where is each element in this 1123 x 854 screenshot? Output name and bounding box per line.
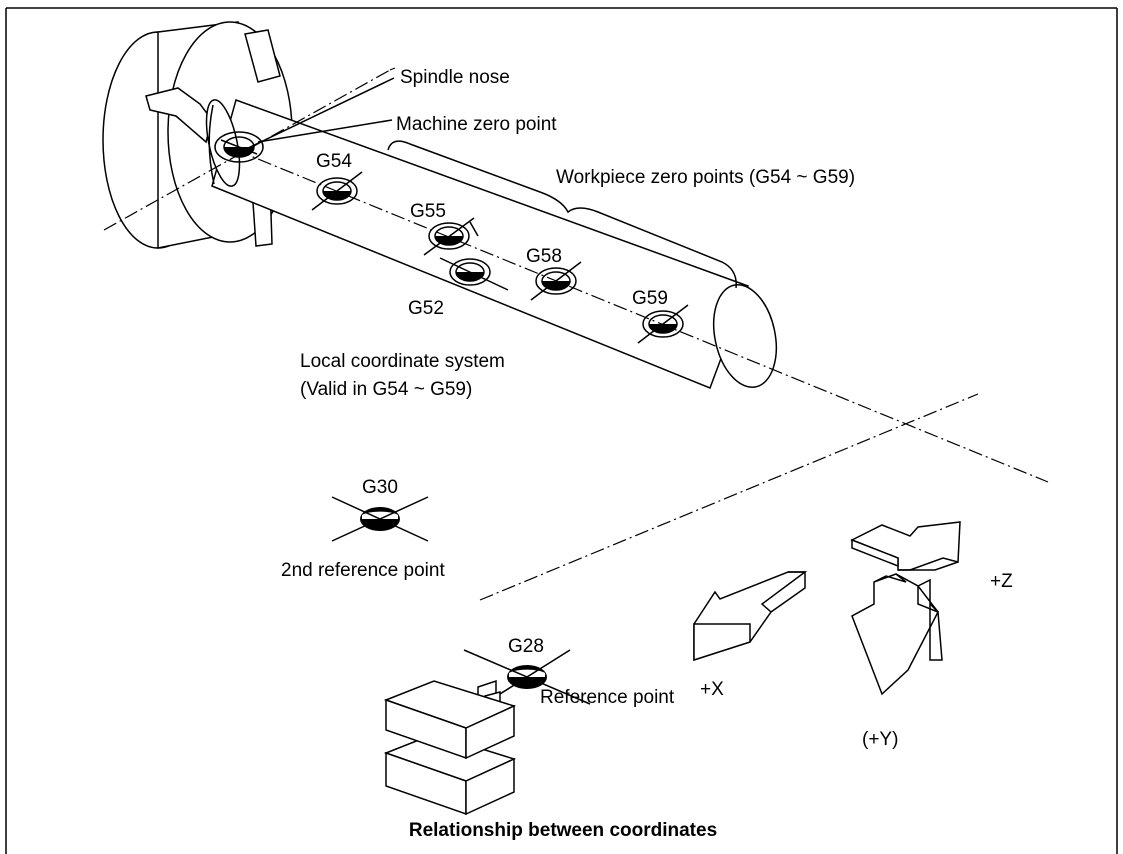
plus-y-label: (+Y)	[862, 729, 898, 750]
g52-label: G52	[408, 298, 444, 319]
g28-label: G28	[508, 636, 544, 657]
g55-marker	[423, 217, 475, 256]
plus-y-arrow-icon	[851, 573, 943, 696]
second-reference-label: 2nd reference point	[281, 560, 445, 581]
local-coordinate-label: Local coordinate system	[300, 351, 505, 372]
workpiece-zero-label: Workpiece zero points (G54 ~ G59)	[556, 167, 855, 188]
g58-marker	[530, 261, 582, 301]
g28-marker	[463, 649, 591, 705]
diagram-caption: Relationship between coordinates	[409, 820, 717, 841]
plus-x-arrow-icon	[693, 571, 808, 662]
plus-x-label: +X	[700, 679, 724, 700]
machine-zero-marker	[214, 131, 264, 163]
g30-label: G30	[362, 477, 398, 498]
g54-label: G54	[316, 151, 352, 172]
g30-marker	[331, 496, 429, 542]
g58-label: G58	[526, 246, 562, 267]
spindle-nose-label: Spindle nose	[400, 67, 510, 88]
plus-z-label: +Z	[990, 571, 1013, 592]
g54-marker	[311, 171, 363, 211]
frame	[5, 7, 1118, 854]
workpiece-icon	[205, 99, 778, 389]
g59-marker	[637, 304, 689, 344]
reference-point-label: Reference point	[540, 687, 675, 708]
plus-z-arrow-icon	[850, 521, 961, 571]
machine-zero-label: Machine zero point	[396, 114, 557, 135]
g52-marker	[439, 221, 509, 291]
workpiece-bracket	[387, 140, 737, 289]
g59-label: G59	[632, 288, 668, 309]
local-coordinate-validity-label: (Valid in G54 ~ G59)	[300, 379, 472, 400]
g55-label: G55	[410, 201, 446, 222]
tool-post-icon	[383, 679, 517, 816]
